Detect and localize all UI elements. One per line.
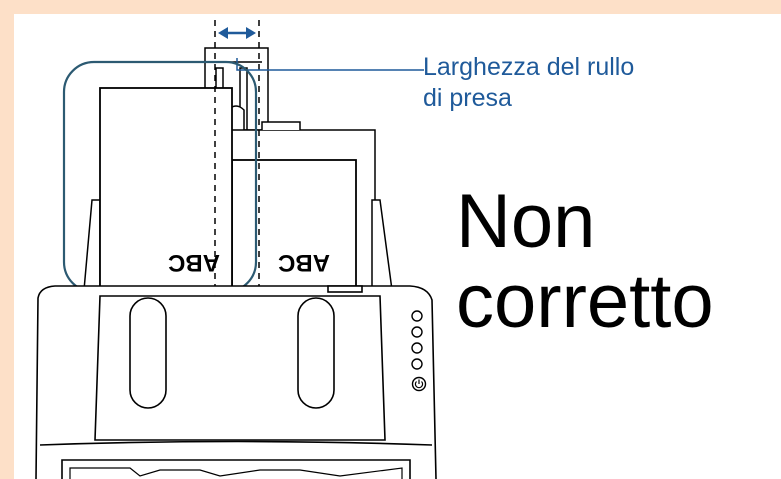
button-2 — [411, 342, 423, 354]
button-1 — [411, 326, 423, 338]
status-lamp-icon — [411, 310, 423, 322]
control-panel — [411, 310, 427, 392]
sheet-text-right: ABC — [278, 249, 330, 276]
callout-leader-line — [236, 58, 424, 71]
illustration-frame: ABC ABC — [14, 14, 781, 479]
pick-roller-width-guides — [214, 20, 260, 290]
verdict-line-1: Non — [456, 179, 596, 264]
document-sheet-right: ABC — [231, 159, 357, 289]
verdict-line-2: corretto — [456, 259, 714, 344]
callout-line-1: Larghezza del rullo — [423, 53, 635, 81]
callout-label: Larghezza del rullo di presa — [423, 52, 634, 114]
scanner-body — [35, 285, 437, 479]
callout-line-2: di presa — [423, 84, 512, 112]
verdict-label: Non corretto — [456, 182, 714, 342]
power-icon — [411, 376, 427, 392]
width-arrow-icon — [218, 27, 256, 39]
document-sheet-left: ABC — [99, 87, 233, 289]
sheet-text-left: ABC — [168, 249, 220, 276]
scanner-illustration: ABC ABC — [35, 20, 437, 479]
button-3 — [411, 358, 423, 370]
